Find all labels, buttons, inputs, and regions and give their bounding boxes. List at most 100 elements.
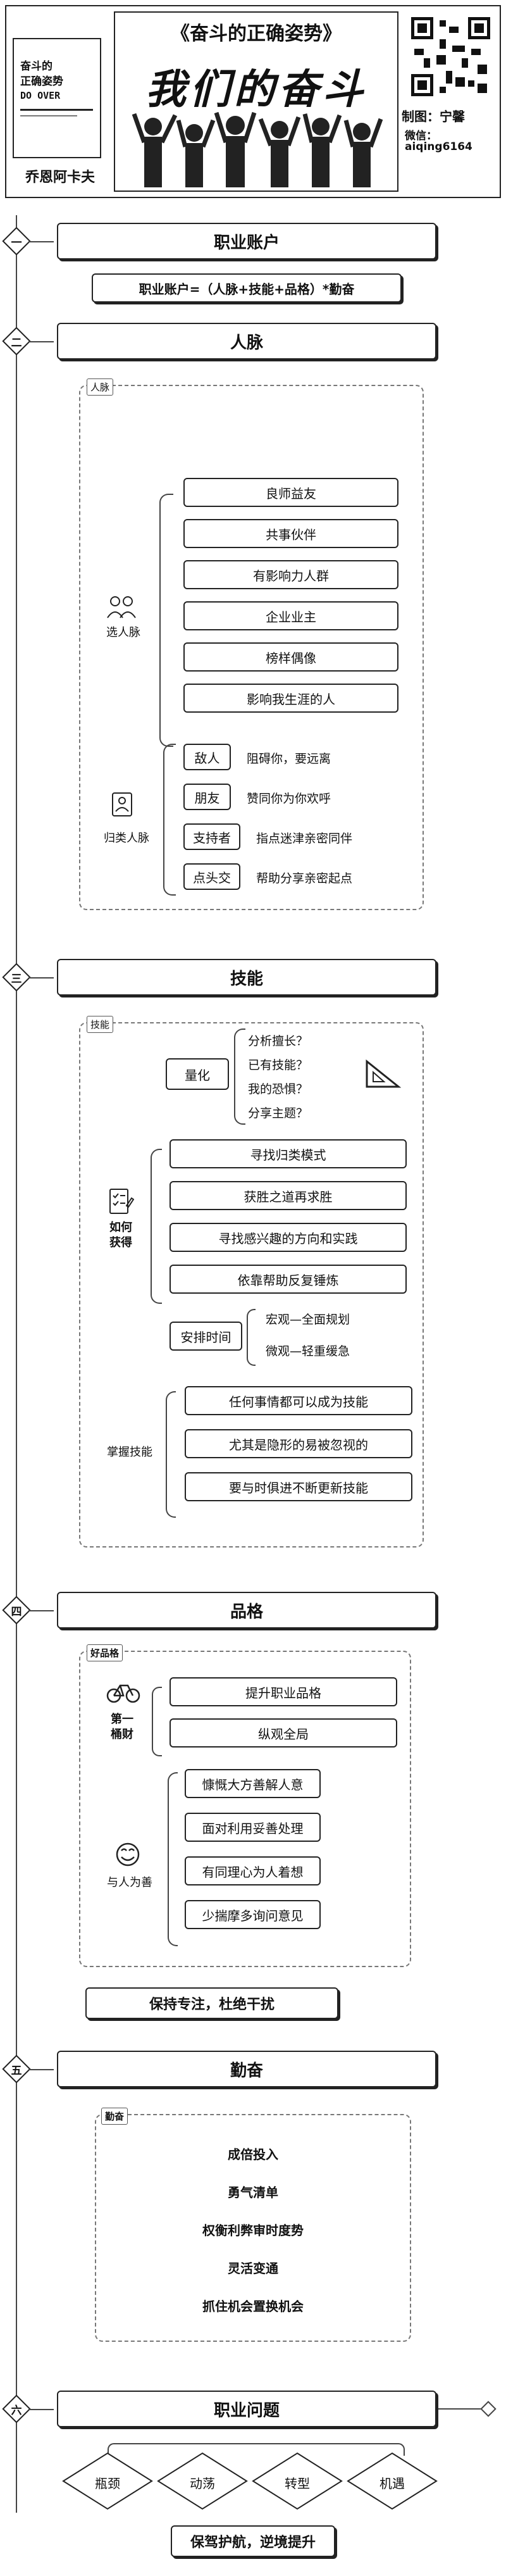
select-item-5: 影响我生涯的人: [183, 684, 398, 713]
network-panel-tag: 人脉: [87, 378, 114, 396]
character-panel: [79, 1651, 411, 1967]
end-diamond-right: [480, 2401, 497, 2417]
quantify-bracket: [234, 1029, 245, 1125]
how-bracket: [151, 1149, 162, 1304]
master-item-2: 要与时俱进不断更新技能: [185, 1472, 412, 1501]
wechat-label: 微信：: [405, 130, 437, 142]
quantify-item-2: 我的恐惧？: [248, 1082, 309, 1096]
diligence-item-1: 勇气清单: [228, 2185, 278, 2200]
smiley-icon: [116, 1842, 140, 1866]
diligence-panel-tag: 勤奋: [101, 2108, 128, 2125]
right-connector-line: [436, 2408, 487, 2410]
crowd-illustration: [132, 111, 383, 187]
problem-item-2: 转型: [285, 2476, 310, 2491]
character-panel-tag: 好品格: [87, 1644, 123, 1661]
checklist-icon: [109, 1189, 134, 1214]
wechat-id: aiqing6164: [405, 141, 472, 153]
focus-footer: 保持专注，杜绝干扰: [85, 1987, 338, 2019]
book-line-3: DO OVER: [20, 90, 61, 101]
book-line-1: 奋斗的: [20, 60, 52, 73]
master-bracket: [166, 1391, 176, 1518]
problem-diamonds: [62, 2452, 438, 2510]
network-panel: [79, 385, 424, 910]
header-frame: [5, 5, 501, 198]
master-skills-label: 掌握技能: [107, 1446, 152, 1459]
select-item-2: 有影响力人群: [183, 560, 398, 589]
select-item-1: 共事伙伴: [183, 519, 398, 548]
section-marker-3-text: 三: [11, 972, 22, 985]
escort-footer: 保驾护航，逆境提升: [171, 2525, 335, 2557]
contact-card-icon: [112, 792, 132, 816]
how-item-2: 寻找感兴趣的方向和实践: [170, 1223, 407, 1252]
main-title: 《奋斗的正确姿势》: [171, 23, 342, 45]
classify-network-label: 归类人脉: [104, 832, 149, 845]
kind-item-2: 有同理心为人着想: [185, 1856, 321, 1885]
arrow-2: [28, 341, 54, 342]
quantify-item-0: 分析擅长？: [248, 1034, 309, 1048]
classify-desc-0: 阻碍你，要远离: [247, 752, 331, 766]
problems-bracket: [108, 2443, 405, 2456]
kind-bracket: [168, 1772, 178, 1946]
section-title-career: 职业账户: [57, 223, 436, 259]
diligence-item-2: 权衡利弊审时度势: [202, 2223, 304, 2238]
schedule-item-0: 宏观—全面规划: [266, 1313, 350, 1327]
diligence-item-3: 灵活变通: [228, 2261, 278, 2276]
select-item-3: 企业业主: [183, 601, 398, 630]
diligence-panel: [95, 2114, 411, 2342]
schedule-box: 安排时间: [170, 1322, 242, 1351]
set-square-icon: [366, 1059, 402, 1088]
schedule-bracket: [247, 1309, 256, 1366]
how-item-1: 获胜之道再求胜: [170, 1181, 407, 1210]
section-marker-4-text: 四: [11, 1605, 22, 1618]
section-title-problems: 职业问题: [57, 2391, 436, 2427]
classify-key-0: 敌人: [183, 744, 231, 770]
how-label-line: 如何获得: [109, 1221, 132, 1249]
arrow-6: [28, 2409, 54, 2410]
select-network-label: 选人脉: [106, 626, 140, 639]
book-decor-2: [20, 115, 77, 116]
arrow-5: [28, 2069, 54, 2070]
classify-key-3: 点头交: [183, 863, 240, 890]
book-cover: 奋斗的 正确姿势 DO OVER: [13, 38, 101, 158]
quantify-item-1: 已有技能？: [248, 1058, 309, 1072]
select-item-0: 良师益友: [183, 478, 398, 507]
kindness-label: 与人为善: [107, 1876, 152, 1889]
section-title-diligence: 勤奋: [57, 2051, 436, 2087]
made-by: 制图：宁馨: [402, 109, 465, 124]
problem-item-3: 机遇: [379, 2476, 405, 2491]
section-marker-2-text: 二: [11, 336, 22, 349]
classify-desc-2: 指点迷津亲密同伴: [256, 832, 353, 846]
book-decor: [20, 109, 93, 111]
section-marker-6-text: 六: [11, 2404, 22, 2417]
quantify-item-3: 分享主题？: [248, 1106, 309, 1120]
section-title-network: 人脉: [57, 323, 436, 360]
classify-key-1: 朋友: [183, 784, 231, 810]
select-bracket: [159, 494, 173, 747]
master-item-1: 尤其是隐形的易被忽视的: [185, 1429, 412, 1458]
master-item-0: 任何事情都可以成为技能: [185, 1386, 412, 1415]
kind-item-3: 少揣摩多询问意见: [185, 1900, 321, 1929]
first-item-1: 纵观全局: [170, 1718, 397, 1748]
schedule-item-1: 微观—轻重缓急: [266, 1344, 350, 1358]
section-title-skills: 技能: [57, 959, 436, 996]
first-bracket: [152, 1687, 162, 1756]
classify-desc-3: 帮助分享亲密起点: [256, 872, 353, 885]
big-title: 我们的奋斗: [145, 66, 367, 113]
arrow-1: [28, 241, 54, 242]
hero-frame: 《奋斗的正确姿势》 我们的奋斗: [114, 11, 398, 192]
section-marker-1-text: 一: [11, 236, 22, 249]
kind-item-1: 面对利用妥善处理: [185, 1813, 321, 1842]
people-icon: [107, 596, 136, 618]
arrow-4: [28, 1610, 54, 1611]
skills-panel: [79, 1022, 424, 1547]
classify-bracket: [163, 744, 176, 896]
problem-item-1: 动荡: [190, 2476, 215, 2491]
section-marker-5-text: 五: [11, 2064, 22, 2077]
book-line-2: 正确姿势: [20, 75, 63, 88]
qr-code: [408, 14, 493, 99]
first-fortune-label: 第一桶财: [111, 1713, 133, 1741]
spine-line: [16, 215, 17, 2513]
diligence-item-4: 抓住机会置换机会: [202, 2299, 304, 2314]
author-name: 乔恩阿卡夫: [25, 170, 95, 185]
skills-panel-tag: 技能: [87, 1016, 114, 1033]
